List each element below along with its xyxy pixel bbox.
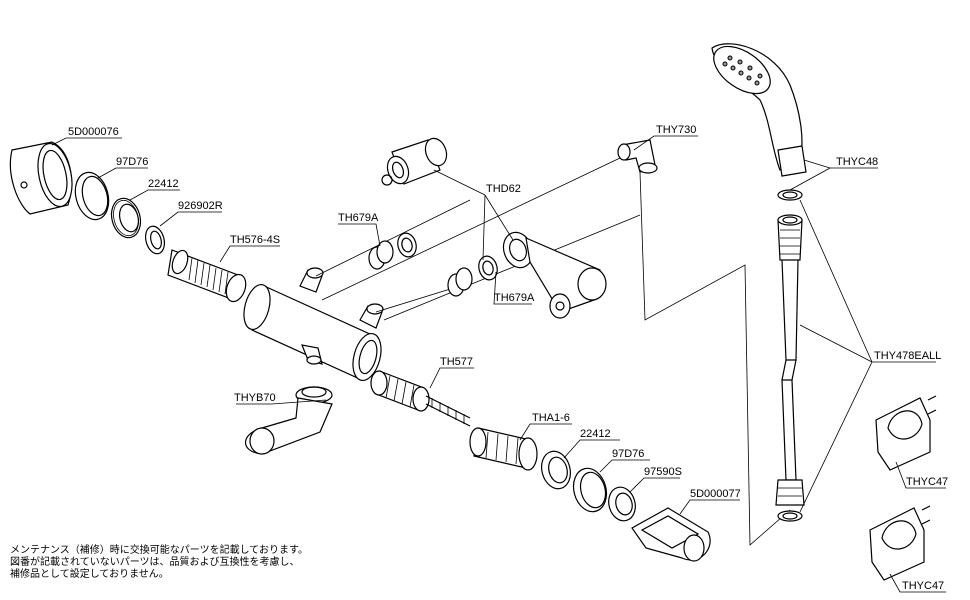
label-97d76-top: 97D76 [116, 156, 148, 168]
part-inlet-thd62-crank [502, 231, 607, 319]
part-thermostat-tha1-6 [469, 427, 538, 471]
hose-route-line [639, 171, 791, 546]
part-washer-926902r [144, 225, 166, 255]
label-5d000077: 5D000077 [690, 488, 741, 500]
label-thyb70: THYB70 [234, 392, 276, 404]
part-handle-left [9, 141, 73, 215]
label-22412-top: 22412 [148, 178, 179, 190]
label-thy478eall: THY478EALL [874, 350, 941, 362]
label-th576-4s: TH576-4S [230, 234, 280, 246]
part-holder-thyc47-bottom [869, 505, 931, 581]
label-97d76-bottom: 97D76 [612, 448, 644, 460]
label-97590s: 97590S [644, 466, 682, 478]
label-thyc47-top: THYC47 [906, 476, 948, 488]
label-926902r: 926902R [178, 200, 223, 212]
part-shower-head [711, 43, 807, 177]
part-check-valve-th679a-right [447, 255, 498, 297]
label-5d000076: 5D000076 [68, 126, 119, 138]
note-line-3: 補修品として設定しておりません。 [10, 569, 169, 580]
part-spout-thyb70 [244, 386, 333, 455]
part-hose-thy478eall [775, 214, 805, 522]
part-nut-22412-bottom [541, 450, 571, 490]
label-th679a-left: TH679A [338, 212, 379, 224]
leader-thd62 [433, 169, 514, 261]
leader-lines [51, 135, 946, 593]
part-labels: 5D000076 97D76 22412 926902R TH576-4S TH… [68, 124, 948, 592]
connection-lines-body [315, 157, 641, 321]
label-thyc47-bottom: THYC47 [902, 580, 944, 592]
part-elbow-thy730 [617, 139, 658, 174]
label-thd62: THD62 [486, 183, 521, 195]
part-handle-5d000077 [631, 507, 711, 562]
part-cartridge-th576-4s [167, 249, 247, 303]
note-line-1: メンテナンス（補修）時に交換可能なパーツを記載しております。 [10, 545, 308, 556]
label-22412-bottom: 22412 [580, 428, 611, 440]
part-inlet-thd62-top [381, 137, 448, 186]
part-check-valve-th679a-left [368, 232, 417, 270]
part-ring-97d76-bottom [572, 467, 608, 513]
note-line-2: 図番が記載されていないパーツは、品質および互換性を考慮し、 [10, 557, 300, 568]
part-ring-97d76-top [74, 171, 110, 221]
part-gear-ring-97590s [608, 486, 636, 522]
part-mixer-body [243, 267, 384, 382]
part-nut-22412-top [110, 197, 142, 239]
part-filter-th577 [370, 370, 471, 427]
maintenance-note: メンテナンス（補修）時に交換可能なパーツを記載しております。 図番が記載されてい… [10, 545, 308, 581]
part-holder-thyc47-top [875, 395, 937, 471]
label-th679a-right: TH679A [494, 292, 535, 304]
label-thy730: THY730 [656, 124, 696, 136]
label-th577: TH577 [440, 356, 473, 368]
label-thyc48: THYC48 [836, 156, 878, 168]
part-washer-thyc48 [777, 189, 803, 201]
label-tha1-6: THA1-6 [532, 412, 570, 424]
